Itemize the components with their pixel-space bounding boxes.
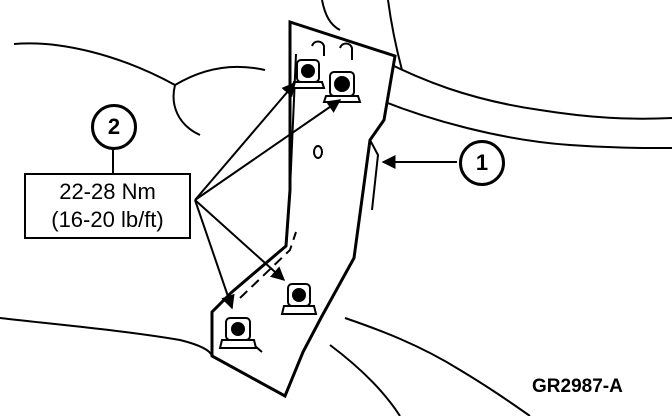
bolt-upper-left bbox=[290, 59, 326, 89]
torque-spec-box: 22-28 Nm (16-20 lb/ft) bbox=[24, 173, 191, 239]
figure-id: GR2987-A bbox=[532, 376, 623, 397]
callout-1-label: 1 bbox=[475, 150, 489, 175]
callout-number-1: 1 bbox=[459, 140, 505, 186]
mounting-bracket bbox=[210, 19, 397, 399]
callout-number-2: 2 bbox=[91, 104, 137, 150]
torque-metric: 22-28 Nm bbox=[59, 179, 156, 204]
bolt-lower-right bbox=[280, 283, 318, 315]
callout-2-label: 2 bbox=[107, 114, 121, 139]
bolt-lower-left bbox=[218, 317, 258, 349]
torque-imperial: (16-20 lb/ft) bbox=[51, 207, 164, 232]
torque-leader-lines bbox=[194, 81, 342, 310]
bolt-upper-right bbox=[322, 71, 362, 103]
